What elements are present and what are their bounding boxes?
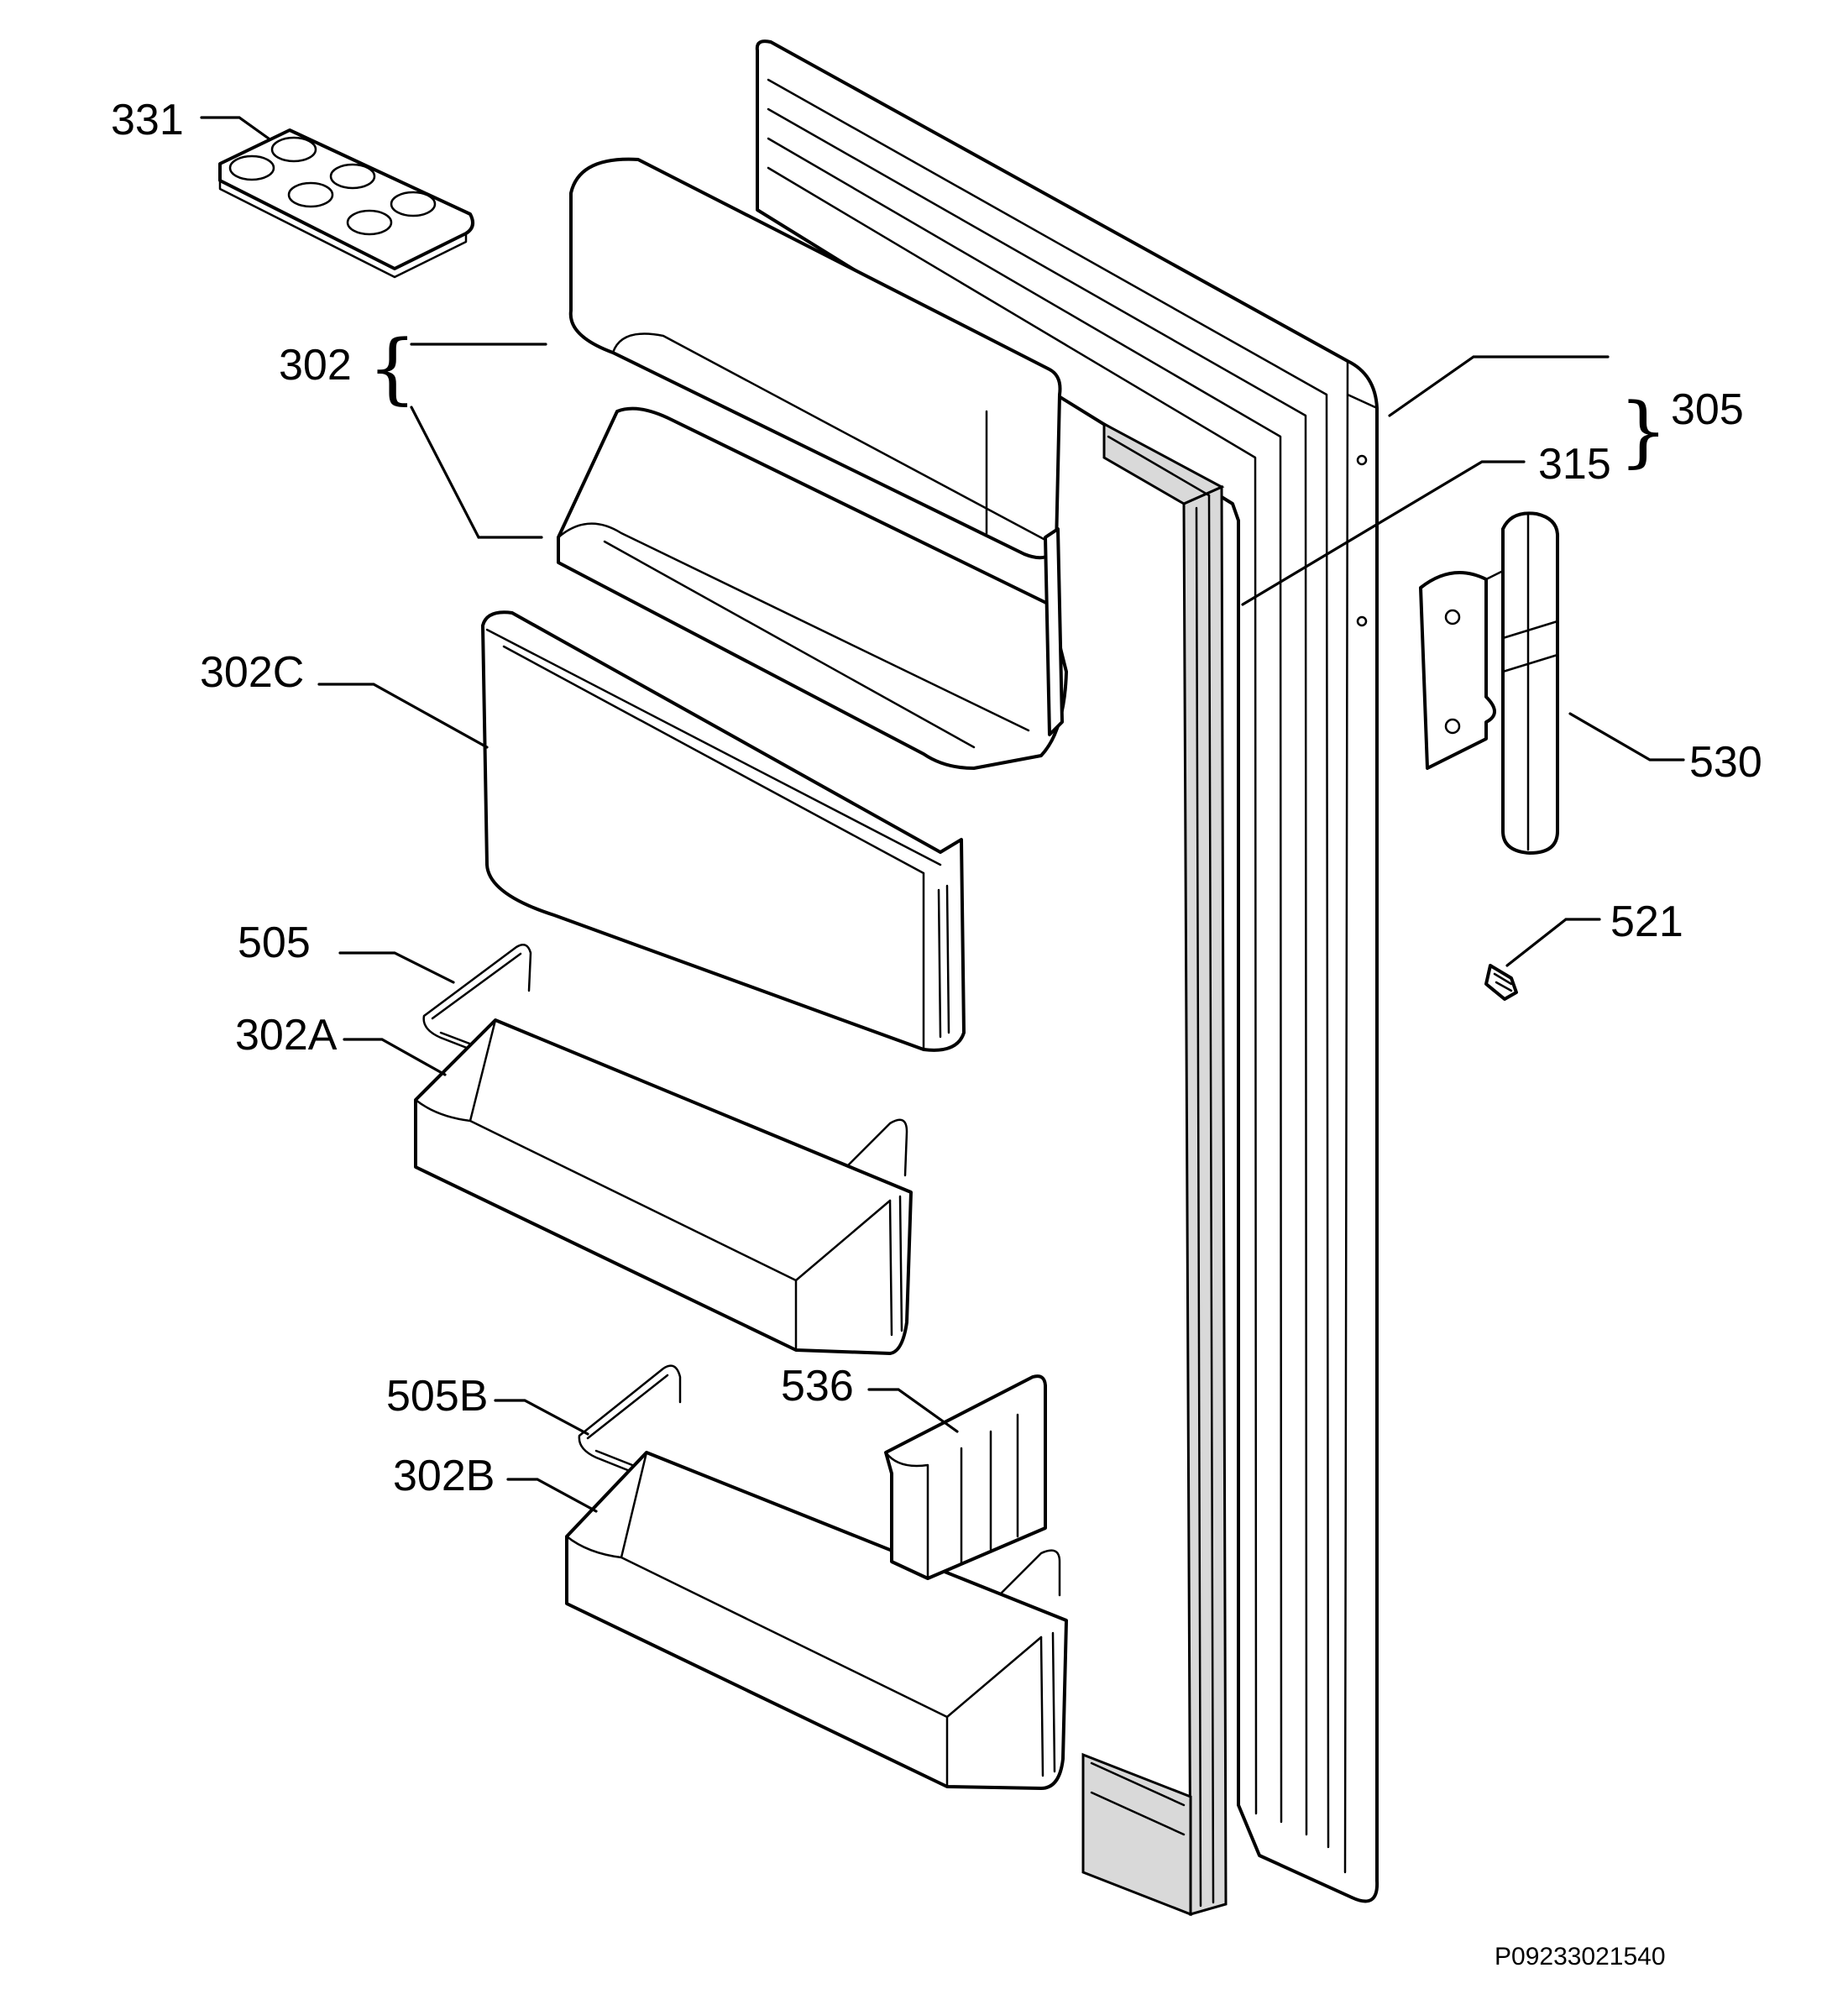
dairy-tray-rim [557, 522, 1030, 749]
balcony-302a-body [414, 1018, 913, 1355]
brace-302: { [368, 323, 417, 413]
hinge-530 [1419, 511, 1560, 855]
hinge-screw-hole-1 [1444, 609, 1461, 625]
balcony-302b-side [1039, 1631, 1056, 1777]
leader-lines [200, 116, 1685, 1513]
dairy-lid-edge [611, 332, 1058, 547]
leader-302c [317, 683, 489, 749]
leader-315 [1241, 460, 1526, 606]
dairy-side-latch [1044, 527, 1064, 736]
balcony-302a-side [888, 1195, 903, 1337]
egg-cup-6 [390, 191, 437, 217]
callout-521: 521 [1610, 898, 1683, 946]
drawing-code: P09233021540 [1495, 1943, 1666, 1971]
leader-536 [867, 1388, 959, 1433]
leader-505 [338, 951, 455, 984]
leader-302a [343, 1038, 447, 1076]
egg-cup-2 [270, 136, 317, 163]
dairy-compartment [557, 157, 1068, 770]
callout-302a: 302A [235, 1011, 338, 1060]
door-gasket [1081, 421, 1228, 1917]
gasket-inner-line-1 [1195, 494, 1215, 1908]
egg-cup-4 [329, 163, 376, 190]
leader-505b [494, 1399, 589, 1436]
callout-331: 331 [111, 96, 184, 144]
door-inner-frame-4 [767, 166, 1258, 1815]
gasket-inner-line-2 [1090, 435, 1211, 1836]
door-balcony-302b [565, 1451, 1068, 1790]
door-side-edge [1343, 359, 1379, 1874]
leader-302-lower [410, 406, 543, 539]
gasket-right-edge [1182, 484, 1228, 1916]
hinge-screw-hole-2 [1444, 718, 1461, 735]
callout-315: 315 [1538, 440, 1611, 489]
callout-505: 505 [238, 919, 311, 967]
shelf-cover-front [481, 610, 966, 1052]
egg-cup-1 [228, 154, 275, 181]
egg-cup-5 [346, 209, 393, 236]
screw-521 [1484, 964, 1518, 1001]
bottle-stop-ribs [884, 1413, 1019, 1580]
leader-530 [1568, 712, 1685, 762]
hinge-hole-lower [1356, 615, 1368, 627]
hinge-hole-upper [1356, 454, 1368, 466]
callout-labels: 331 302 302C 505 302A 505B 302B 536 305 … [111, 96, 1762, 1500]
door-inner-frame-1 [767, 78, 1330, 1849]
door-inner-frame-2 [767, 107, 1308, 1836]
balcony-302b-body [565, 1451, 1068, 1790]
leader-302b [506, 1478, 598, 1513]
dairy-lid [568, 157, 1062, 560]
door-balcony-302a [414, 1018, 913, 1355]
gasket-bottom-edge [1081, 1752, 1192, 1917]
callout-536: 536 [781, 1362, 854, 1410]
balcony-302a-rim [414, 1018, 892, 1352]
callout-302c: 302C [200, 648, 304, 697]
door-outer-panel [755, 39, 1379, 1903]
balcony-302b-rim [565, 1451, 1043, 1788]
brace-305: } [1619, 386, 1668, 476]
door-assembly [755, 39, 1379, 1903]
screw-thread [1493, 972, 1513, 992]
callout-305: 305 [1671, 385, 1744, 434]
hinge-pin-barrel [1501, 511, 1560, 855]
callout-302: 302 [279, 341, 352, 390]
gasket-top-edge [1102, 421, 1225, 505]
egg-tray-331 [218, 128, 475, 279]
leader-331 [200, 116, 270, 140]
shelf-cover [481, 610, 966, 1052]
callout-505b: 505B [386, 1372, 488, 1421]
shelf-cover-side-slot [937, 884, 950, 1039]
bottle-stop-536 [884, 1374, 1047, 1580]
screw-body [1484, 964, 1518, 1001]
callout-530: 530 [1689, 738, 1762, 787]
egg-cup-3 [287, 181, 334, 208]
door-inner-frame-3 [767, 137, 1283, 1824]
egg-tray-edge [218, 179, 468, 279]
shelf-cover-top-edge [485, 628, 942, 1051]
egg-tray-body [218, 128, 475, 270]
leader-521 [1505, 918, 1601, 967]
hinge-barrel-detail [1484, 512, 1559, 851]
leader-305 [1388, 355, 1610, 417]
bottle-stop-body [884, 1374, 1047, 1580]
callout-302b: 302B [393, 1452, 495, 1500]
hinge-plate [1419, 571, 1496, 770]
